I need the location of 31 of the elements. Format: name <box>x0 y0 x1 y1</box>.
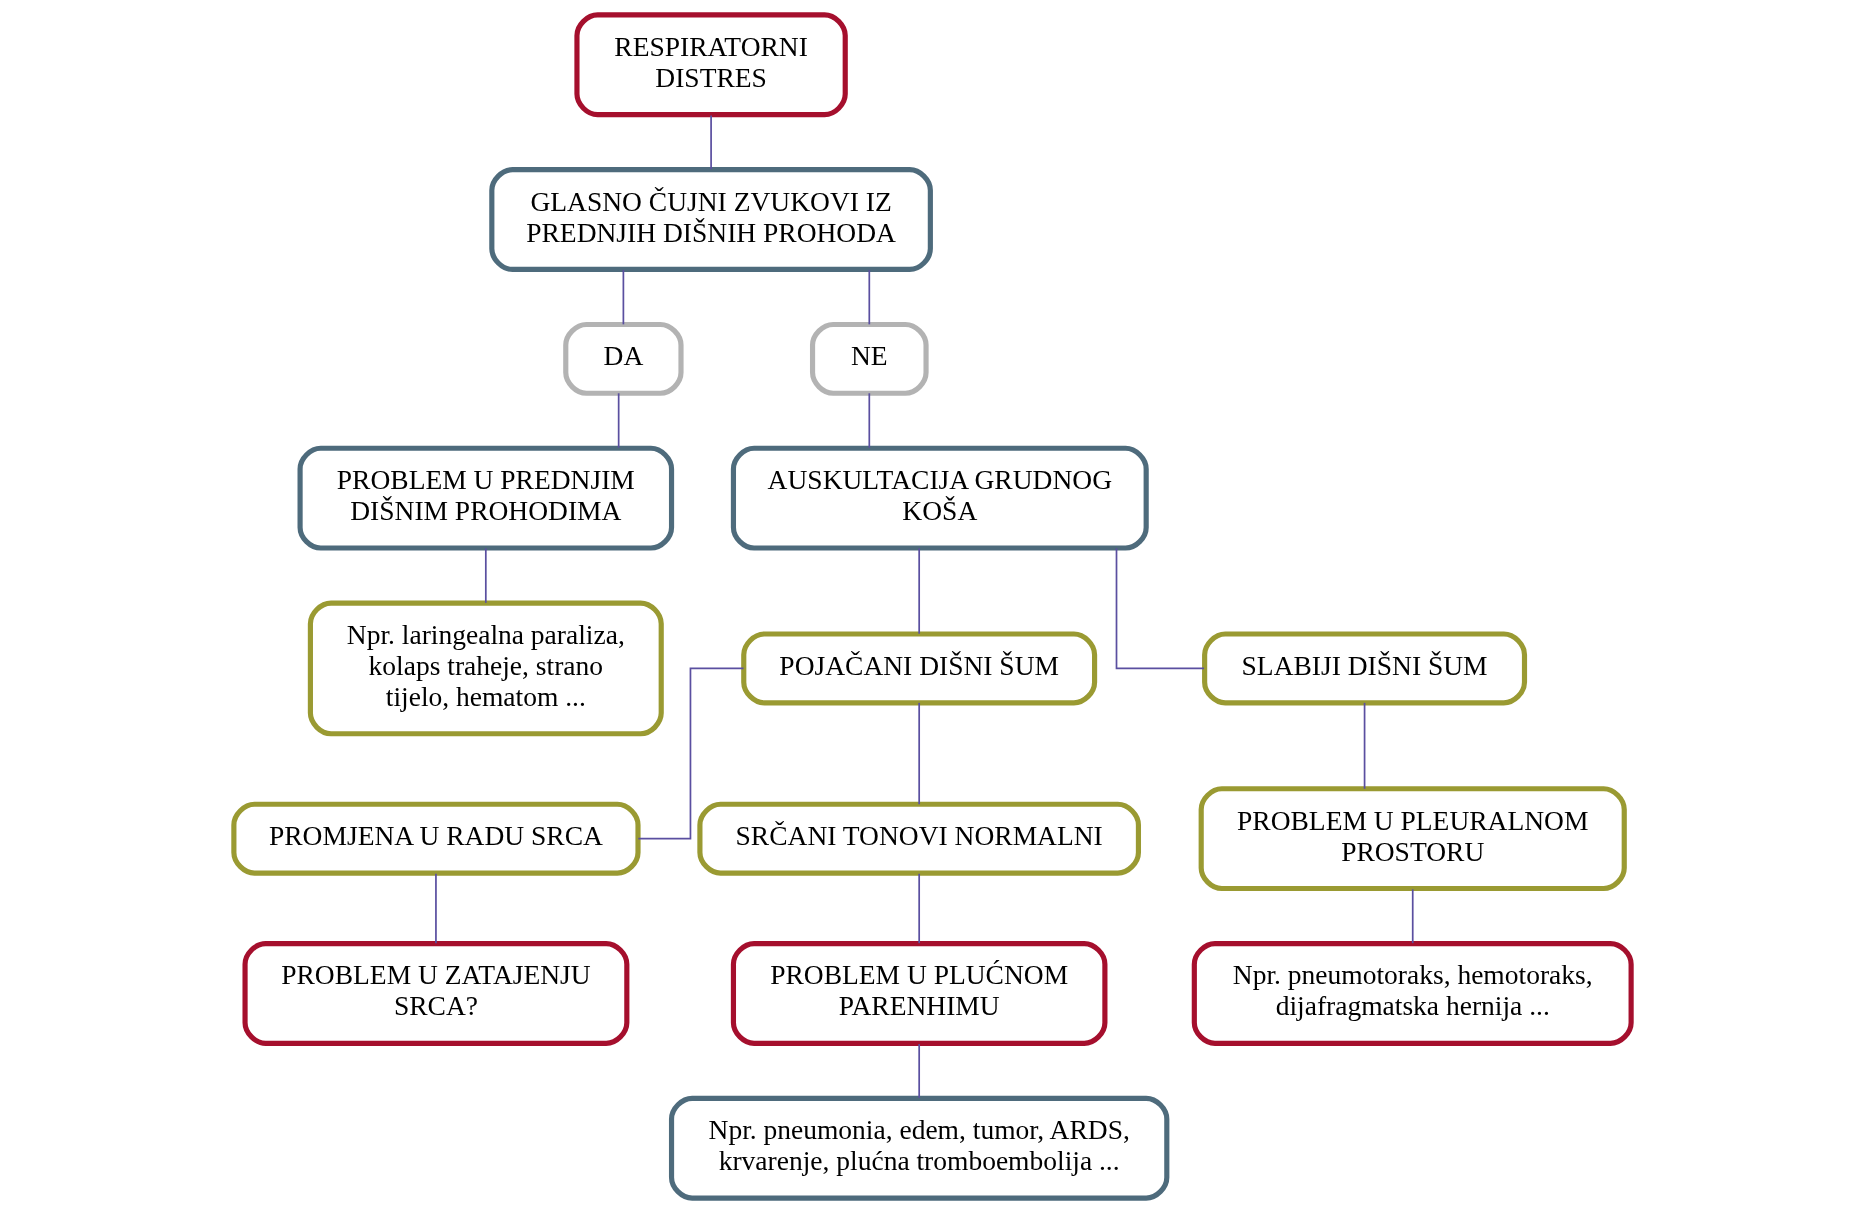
connector <box>617 392 620 449</box>
node-box: PROBLEM U PREDNJIM DIŠNIM PROHODIMA <box>297 445 675 551</box>
connector <box>918 702 921 806</box>
connector <box>1411 888 1414 944</box>
connector <box>484 547 487 604</box>
node-box: PROBLEM U PLUĆNOM PARENHIMU <box>730 940 1108 1046</box>
node-box: SRČANI TONOVI NORMALNI <box>697 801 1141 876</box>
node-box: Npr. pneumonia, edem, tumor, ARDS, krvarenje, plućna tromboembolija ... <box>668 1095 1170 1201</box>
node-box: PROMJENA U RADU SRCA <box>231 801 641 876</box>
connector <box>637 667 745 840</box>
node-box: PROBLEM U PLEURALNOM PROSTORU <box>1198 786 1627 892</box>
connector <box>622 269 625 326</box>
node-box: RESPIRATORNI DISTRES <box>574 12 848 118</box>
node-box: DA <box>563 321 684 396</box>
node-box: PROBLEM U ZATAJENJU SRCA? <box>242 940 630 1046</box>
connector <box>918 1043 921 1099</box>
node-box: Npr. laringealna paraliza, kolaps traheje, strano tijelo, hematom ... <box>307 600 664 737</box>
connector <box>1363 702 1366 790</box>
node-box: NE <box>809 321 929 396</box>
node-box: SLABIJI DIŠNI ŠUM <box>1202 631 1528 706</box>
connector <box>435 872 437 945</box>
node-box: Npr. pneumotoraks, hemotoraks, dijafragmatska hernija ... <box>1191 940 1634 1046</box>
connector <box>1115 547 1205 670</box>
connector <box>868 392 871 449</box>
connector <box>710 114 712 171</box>
node-box: AUSKULTACIJA GRUDNOG KOŠA <box>730 445 1149 551</box>
node-box: POJAČANI DIŠNI ŠUM <box>741 631 1098 706</box>
connector <box>918 547 921 635</box>
node-box: GLASNO ČUJNI ZVUKOVI IZ PREDNJIH DIŠNIH PROHODA <box>489 167 933 272</box>
connector <box>918 872 921 945</box>
connector <box>868 269 871 326</box>
